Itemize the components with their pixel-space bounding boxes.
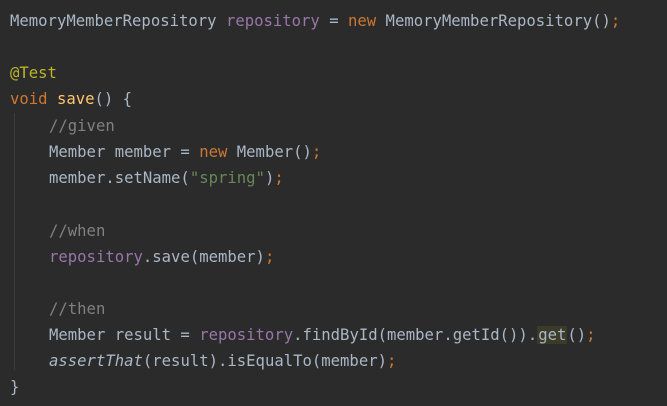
- keyword-void: void: [10, 90, 48, 108]
- comment: //given: [49, 117, 115, 135]
- method-call: .findById(member.getId()).: [293, 326, 538, 344]
- code-line-annotation: @Test: [10, 60, 57, 86]
- semicolon: ;: [274, 169, 284, 187]
- paren-close: (): [567, 326, 587, 344]
- field-name: repository: [225, 12, 320, 30]
- code-line-comment-when: //when: [49, 218, 105, 244]
- string-literal: "spring": [189, 169, 265, 187]
- variable-declaration: Member member =: [49, 143, 200, 161]
- method-call: .save(member): [142, 248, 265, 266]
- method-name: save: [56, 90, 95, 108]
- closing-brace: }: [10, 378, 20, 396]
- code-line-set-name: member.setName("spring");: [49, 165, 284, 191]
- code-line-comment-then: //then: [49, 296, 105, 322]
- field-name: repository: [199, 326, 294, 344]
- semicolon: ;: [610, 12, 621, 30]
- comment: //when: [49, 222, 106, 240]
- method-params: () {: [94, 90, 133, 108]
- indent-guide: [14, 113, 15, 370]
- variable-declaration: Member result =: [49, 326, 200, 344]
- operator: =: [319, 12, 348, 30]
- comment: //then: [49, 300, 106, 318]
- code-line-closing-brace: }: [10, 374, 19, 400]
- semicolon: ;: [311, 143, 322, 161]
- static-method-call: assertThat: [49, 352, 143, 370]
- paren-close: ): [264, 169, 275, 187]
- code-line-method-signature: void save() {: [10, 86, 132, 112]
- code-line-comment-given: //given: [49, 113, 115, 139]
- field-name: repository: [49, 248, 143, 266]
- constructor-call: Member(): [227, 143, 312, 161]
- code-line-assert: assertThat(result).isEqualTo(member);: [49, 348, 396, 374]
- keyword-new: new: [199, 143, 228, 161]
- semicolon: ;: [586, 326, 596, 344]
- semicolon: ;: [387, 352, 397, 370]
- keyword-new: new: [348, 12, 377, 30]
- type-name: MemoryMemberRepository: [10, 12, 217, 30]
- semicolon: ;: [264, 248, 275, 266]
- code-line-repository-declaration: MemoryMemberRepository repository = new …: [10, 8, 620, 34]
- code-line-find-by-id: Member result = repository.findById(memb…: [49, 322, 596, 348]
- method-call: member.setName(: [49, 169, 190, 187]
- constructor-call: MemoryMemberRepository(): [376, 12, 611, 30]
- code-line-repository-save: repository.save(member);: [49, 244, 274, 270]
- test-annotation: @Test: [10, 64, 57, 82]
- method-chain: (result).isEqualTo(member): [142, 352, 387, 370]
- highlighted-get-call: get: [537, 326, 568, 344]
- code-line-member-declaration: Member member = new Member();: [49, 139, 321, 165]
